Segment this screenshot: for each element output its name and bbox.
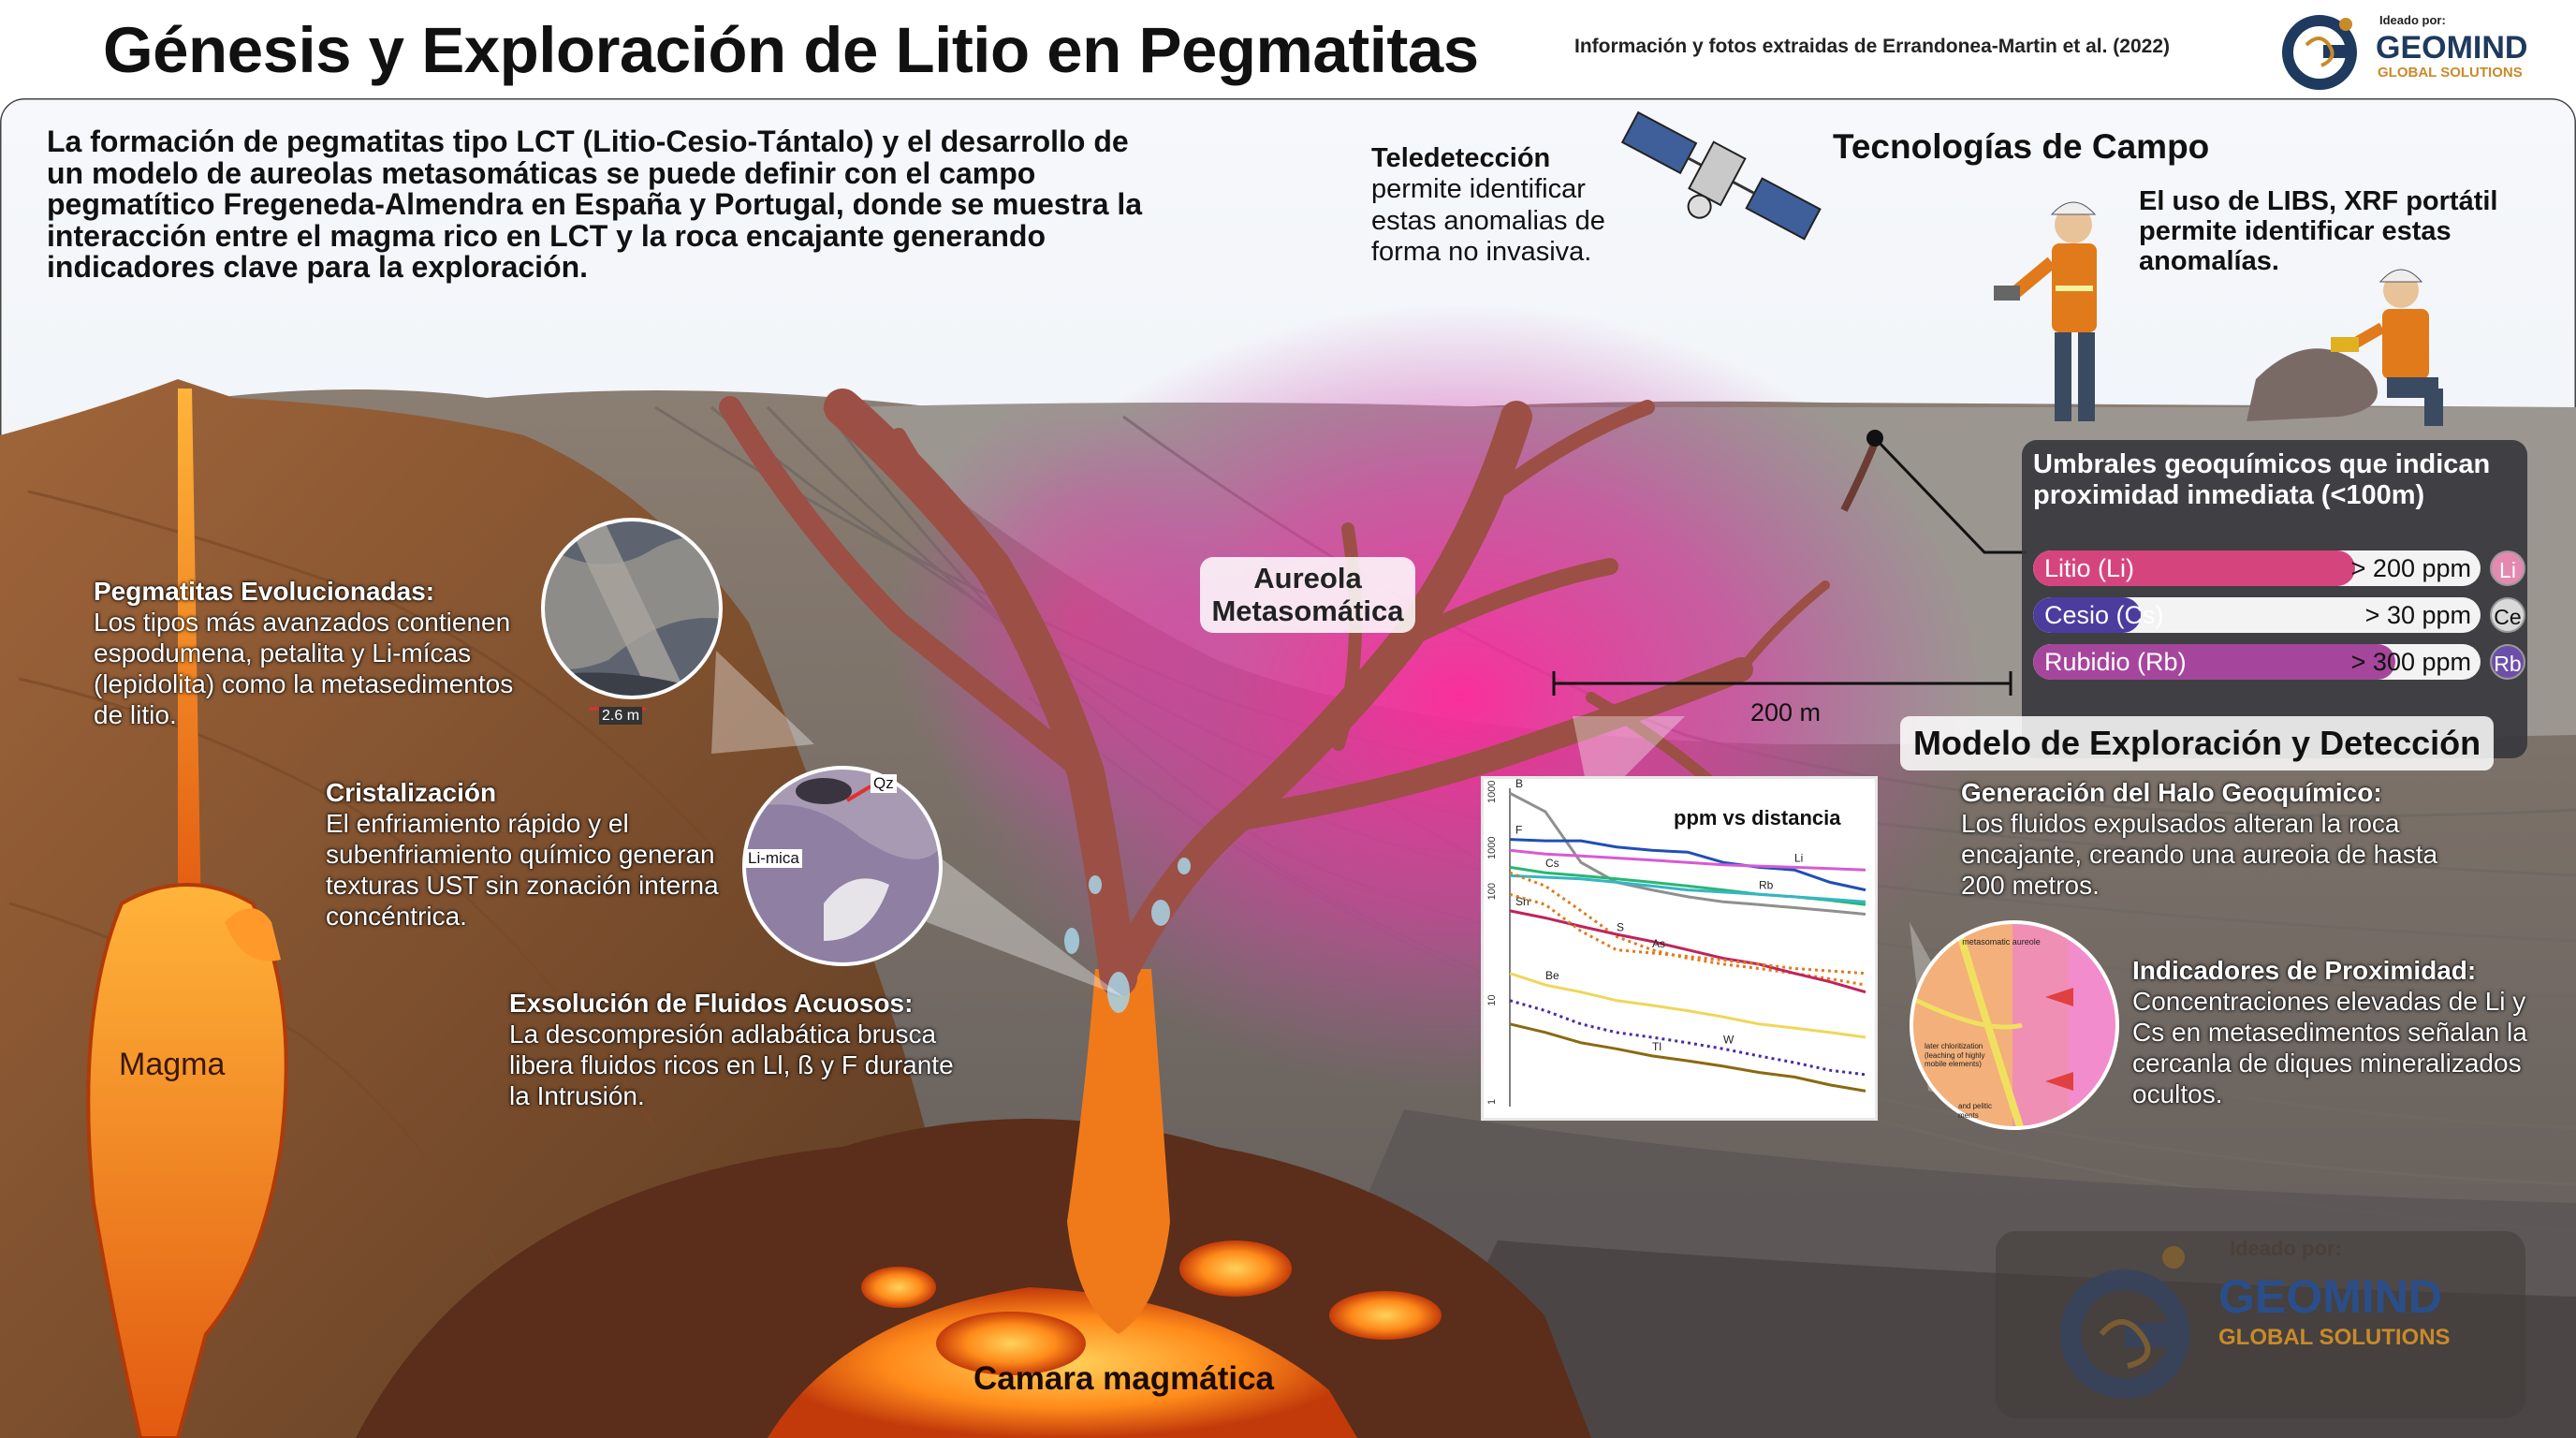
generacion-block: Generación del Halo Geoquímico: Los flui… [1961, 777, 2448, 901]
cristalizacion-text: El enfriamiento rápido y el subenfriamie… [326, 809, 719, 932]
pegmatite-photo-1 [541, 518, 723, 711]
generacion-text: Los fluidos expulsados alteran la roca e… [1961, 809, 2438, 901]
cristalizacion-title: Cristalización [326, 778, 497, 807]
source-credit: Información y fotos extraidas de Errando… [1574, 36, 2170, 57]
threshold-value: > 300 ppm [2350, 648, 2471, 676]
indicadores-title: Indicadores de Proximidad: [2132, 956, 2477, 985]
chart-y-tick-label: 1000 [1486, 837, 1498, 859]
chart-series-line-w [1509, 999, 1866, 1077]
pegmatitas-block: Pegmatitas Evolucionadas: Los tipos más … [94, 576, 534, 730]
threshold-bar: Litio (Li) > 200 ppm [2033, 550, 2481, 586]
logo-ideado: Ideado por: [2379, 13, 2446, 27]
pegmatitas-title: Pegmatitas Evolucionadas: [94, 577, 435, 606]
aureola-label: Aureola Metasomática [1200, 557, 1415, 634]
threshold-bar-fill [2033, 644, 2396, 680]
cristalizacion-block: Cristalización El enfriamiento rápido y … [326, 777, 728, 932]
chart-y-tick-label: 10 [1486, 994, 1498, 1005]
chart-series-label: B [1515, 779, 1523, 790]
exsolucion-title: Exsolución de Fluidos Acuosos: [509, 989, 914, 1018]
umbrales-title-line2: proximidad inmediata (<100m) [2033, 480, 2425, 511]
inset-label-top: metasomatic aureole [1962, 937, 2041, 946]
chart-series-label: Cs [1545, 857, 1559, 870]
chart-series-label: S [1617, 920, 1624, 933]
umbrales-title: Umbrales geoquímicos que indican proximi… [2033, 449, 2490, 512]
chart-series-label: Li [1794, 851, 1803, 864]
logo-big-brand: GEOMIND [2218, 1270, 2442, 1323]
exsolucion-text: La descompresión adlabática brusca liber… [509, 1020, 954, 1111]
chart-series-label: Sn [1515, 895, 1530, 908]
geomind-g-icon: Ideado por: GEOMIND GLOBAL SOLUTIONS [2282, 13, 2527, 90]
teledeteccion-title: Teledetección [1371, 143, 1551, 173]
logo-big-sub: GLOBAL SOLUTIONS [2218, 1325, 2451, 1350]
threshold-bar-fill [2033, 550, 2356, 586]
threshold-bar-fill [2033, 597, 2141, 633]
geomind-logo: Ideado por: GEOMIND GLOBAL SOLUTIONS [2278, 7, 2559, 94]
chart-series-label: Tl [1652, 1040, 1661, 1053]
indicadores-text: Concentraciones elevadas de Li y Cs en m… [2132, 987, 2527, 1109]
chart-series-label: W [1723, 1033, 1734, 1046]
field-geologist-kneeling-icon [2247, 269, 2443, 426]
chart-title: ppm vs distancia [1674, 806, 1841, 829]
chart-y-tick-label: 1 [1486, 1099, 1498, 1105]
generacion-title: Generación del Halo Geoquímico: [1961, 778, 2382, 807]
modelo-title: Modelo de Exploración y Detección [1900, 716, 2495, 770]
indicadores-block: Indicadores de Proximidad: Concentracion… [2132, 955, 2563, 1109]
element-badge: Rb [2490, 644, 2525, 680]
aureola-label-line2: Metasomática [1211, 594, 1404, 627]
inset-label-bottom: and pelitic ments [1958, 1102, 1993, 1120]
teledeteccion-block: Teledetección permite identificar estas … [1371, 143, 1605, 268]
chart-series-line-b [1509, 791, 1866, 916]
threshold-element-name: Cesio (Cs) [2044, 601, 2164, 629]
threshold-value: > 30 ppm [2364, 601, 2471, 629]
umbrales-panel: Umbrales geoquímicos que indican proximi… [2022, 440, 2527, 758]
illustration-panel: La formación de pegmatitas tipo LCT (Lit… [0, 98, 2576, 1438]
satellite-icon [1620, 110, 1822, 241]
inset-label-mid: later chloritization (leaching of highly… [1925, 1042, 1985, 1069]
chart-y-tick-label: 1000 [1486, 781, 1498, 803]
chart-series-line-be [1509, 972, 1866, 1039]
chart-series-line-rb [1509, 873, 1866, 903]
threshold-element-name: Rubidio (Rb) [2044, 648, 2187, 676]
chart-y-tick-label: 100 [1486, 883, 1498, 900]
distance-scale-label: 200 m [1750, 698, 1822, 726]
chart-series-label: Be [1545, 969, 1559, 982]
chart-series-line-f [1509, 838, 1866, 892]
chart-series-line-li [1509, 848, 1866, 872]
umbrales-title-line1: Umbrales geoquímicos que indican [2033, 449, 2491, 479]
threshold-bar: Rubidio (Rb) > 300 ppm [2033, 644, 2481, 680]
chart-series-line-sn [1509, 909, 1866, 994]
photo2-limica-label: Li-mica [745, 849, 802, 869]
magma-label: Magma [119, 1047, 226, 1082]
camara-magmatica-label: Camara magmática [973, 1360, 1274, 1397]
chart-series-line-tl [1509, 1022, 1866, 1093]
photo1-scale-label: 2.6 m [599, 707, 643, 726]
threshold-element-name: Litio (Li) [2044, 554, 2135, 582]
chart-series-label: Rb [1759, 878, 1774, 891]
element-badge: Li [2490, 550, 2525, 586]
chart-series-label: As [1652, 937, 1665, 950]
geomind-large-logo: Ideado por: GEOMIND GLOBAL SOLUTIONS [1996, 1231, 2525, 1418]
chart-series-line-as [1509, 892, 1866, 976]
teledeteccion-text: permite identificar estas anomalias de f… [1371, 174, 1605, 268]
element-badge: Ce [2490, 597, 2525, 633]
pegmatitas-text: Los tipos más avanzados contienen espodu… [94, 608, 514, 730]
aureole-inset [1910, 920, 2119, 1130]
intro-text: La formación de pegmatitas tipo LCT (Lit… [47, 125, 1143, 285]
logo-brand: GEOMIND [2376, 30, 2527, 66]
chart-series-label: F [1515, 824, 1522, 837]
threshold-value: > 200 ppm [2350, 554, 2471, 582]
page-title: Génesis y Exploración de Litio en Pegmat… [103, 14, 1479, 86]
threshold-bar: Cesio (Cs) > 30 ppm [2033, 597, 2481, 633]
field-geologist-standing-icon [1994, 201, 2097, 421]
photo2-qz-label: Qz [871, 774, 897, 794]
logo-sub: GLOBAL SOLUTIONS [2378, 65, 2523, 81]
logo-big-ideado: Ideado por: [2230, 1237, 2342, 1260]
exsolucion-block: Exsolución de Fluidos Acuosos: La descom… [509, 988, 977, 1111]
chart-series-line-s [1509, 871, 1866, 987]
aureola-label-line1: Aureola [1253, 562, 1362, 594]
tecnologias-title: Tecnologías de Campo [1833, 127, 2210, 166]
tecnologias-text: El uso de LIBS, XRF portátil permite ide… [2139, 186, 2498, 276]
